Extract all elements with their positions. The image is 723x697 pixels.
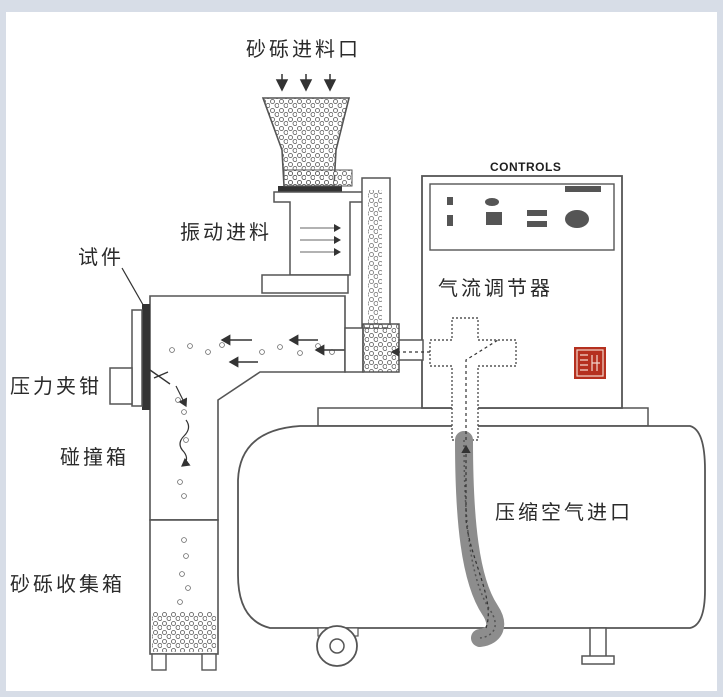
vibratory-feeder: [261, 191, 365, 294]
feed-tube: [361, 177, 391, 329]
feed-arrow-icon: [275, 74, 337, 92]
control-panel: [429, 183, 615, 251]
controls-panel-title: CONTROLS: [490, 160, 562, 174]
impact-box-label: 碰撞箱: [60, 445, 129, 469]
specimen: [142, 304, 150, 410]
tank-foot: [589, 627, 607, 659]
specimen-leader-line: [121, 267, 147, 311]
vibratory-feed-label: 振动进料: [180, 220, 272, 244]
gravel-inlet-label: 砂砾进料口: [246, 37, 361, 61]
specimen-label: 试件: [78, 245, 124, 269]
gravel-collection-box: [149, 519, 219, 671]
airflow-regulator-label: 气流调节器: [438, 276, 553, 300]
air-hose: [455, 431, 505, 647]
seal-stamp-icon: [574, 347, 606, 379]
gravel-hopper: [261, 97, 353, 192]
compressed-air-inlet-label: 压缩空气进口: [495, 500, 633, 524]
pressure-clamp-label: 压力夹钳: [10, 374, 102, 398]
airflow-arrow-icon: [390, 339, 499, 629]
gravel-collection-box-label: 砂砾收集箱: [10, 572, 125, 596]
pressure-clamp: [109, 309, 171, 407]
airflow-regulator: [429, 317, 517, 441]
